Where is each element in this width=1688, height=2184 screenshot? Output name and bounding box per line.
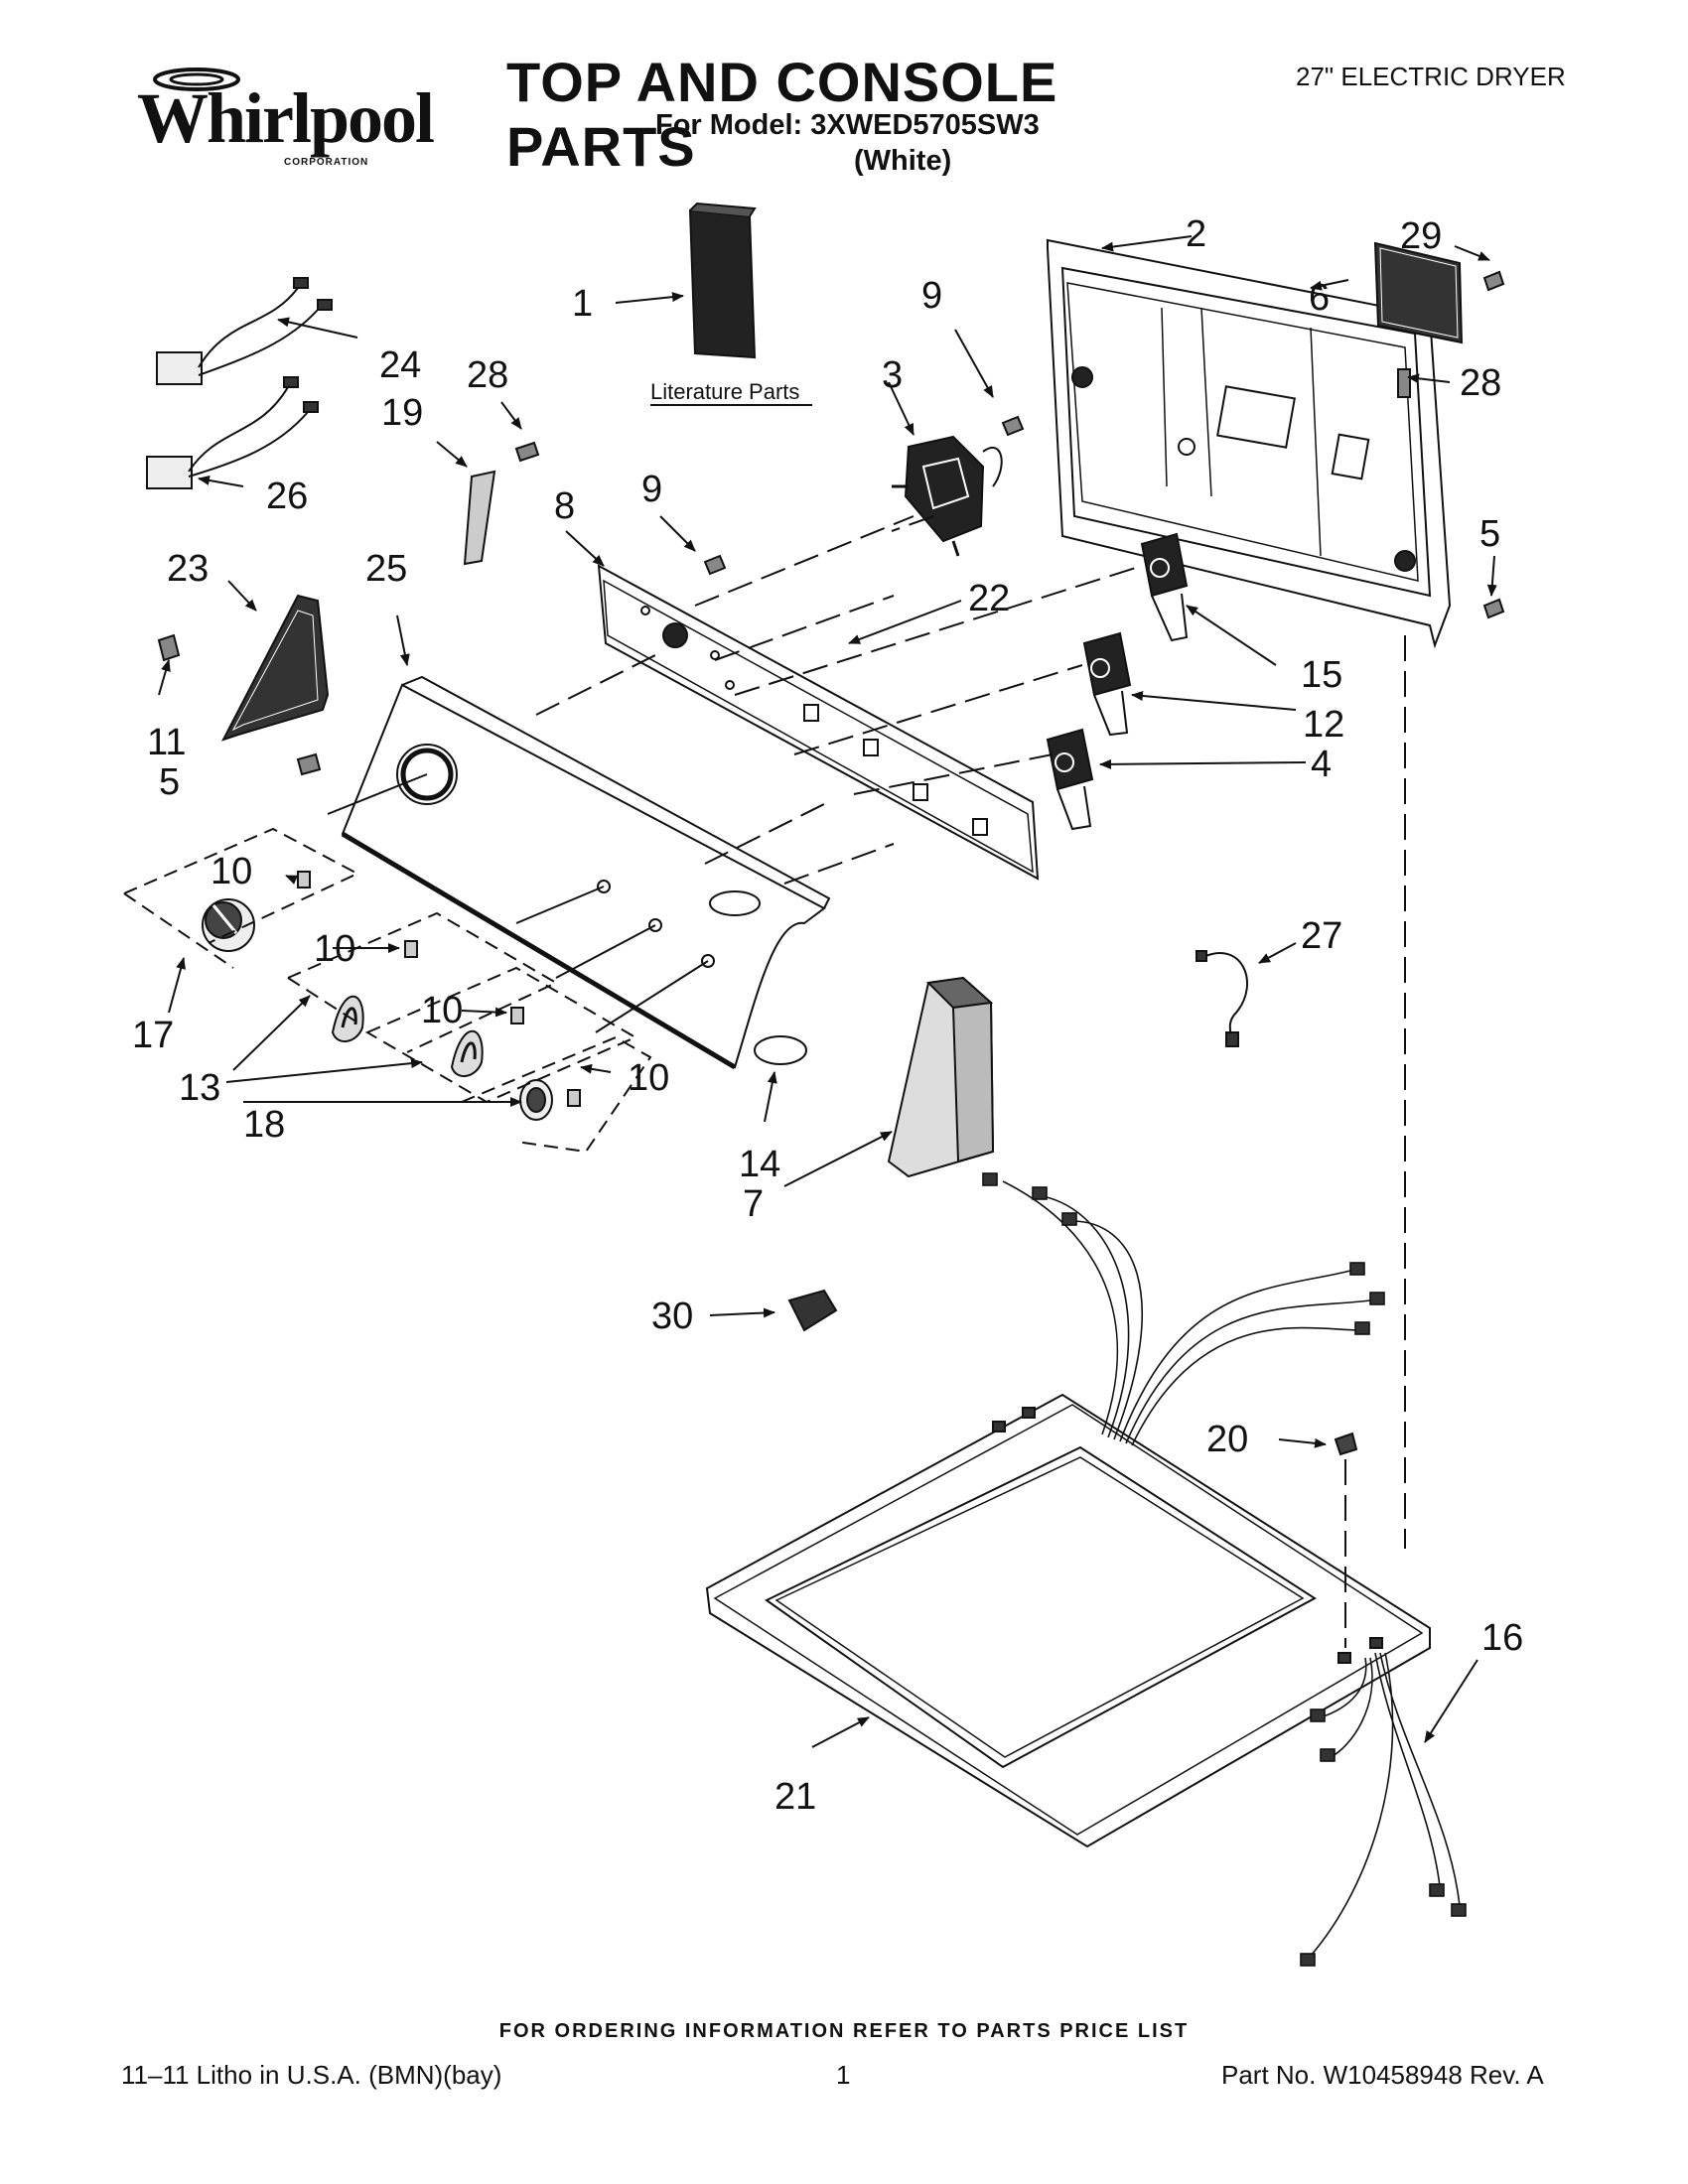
- callout-9-mid: 9: [641, 469, 662, 510]
- product-type: 27" ELECTRIC DRYER: [1296, 62, 1566, 91]
- console-panel: [341, 675, 831, 1070]
- leader-line-1: [515, 886, 605, 924]
- callout-2: 2: [1186, 213, 1206, 255]
- callout-25: 25: [365, 548, 407, 590]
- console-endcap-left: [220, 594, 330, 742]
- dryer-top: [705, 1393, 1431, 1848]
- leader-arrows: [158, 235, 1497, 1748]
- knob-clip-3: [510, 1007, 524, 1024]
- literature-parts-label: Literature Parts: [650, 379, 799, 404]
- callout-1: 1: [572, 283, 593, 325]
- callout-9-top: 9: [921, 275, 942, 317]
- connector-30: [787, 1289, 838, 1332]
- whirlpool-logo: Whirlpool CORPORATION: [117, 58, 435, 168]
- knob-clip-4: [567, 1089, 581, 1107]
- wire-27: [1196, 950, 1248, 1047]
- callout-10-d: 10: [628, 1057, 669, 1099]
- callout-13: 13: [179, 1067, 220, 1109]
- callout-15: 15: [1301, 654, 1342, 696]
- timer-switch: [892, 435, 1003, 557]
- wire-harness-26: [146, 376, 319, 489]
- mounting-bracket: [463, 470, 496, 566]
- ordering-info: FOR ORDERING INFORMATION REFER TO PARTS …: [498, 2020, 1190, 2042]
- callout-5-right: 5: [1479, 513, 1500, 555]
- selector-knob-1: [331, 996, 364, 1042]
- knob-clip-2: [404, 940, 418, 958]
- callout-19: 19: [381, 392, 423, 434]
- callout-7: 7: [743, 1183, 764, 1225]
- selector-knob-2: [450, 1030, 484, 1077]
- model-line: For Model: 3XWED5705SW3: [655, 109, 1040, 141]
- selector-switch-15: [1140, 532, 1189, 642]
- callout-4: 4: [1311, 744, 1332, 785]
- callout-21: 21: [774, 1776, 816, 1818]
- callout-11: 11: [147, 722, 186, 763]
- callout-6: 6: [1309, 277, 1330, 319]
- part-number: Part No. W10458948 Rev. A: [1221, 2060, 1544, 2090]
- callout-23: 23: [167, 548, 209, 590]
- callout-20: 20: [1206, 1419, 1248, 1460]
- callout-28-left: 28: [467, 354, 508, 396]
- console-endcap-right: [887, 976, 995, 1178]
- callout-24: 24: [379, 344, 421, 386]
- callout-14: 14: [739, 1144, 780, 1185]
- callout-10-a: 10: [211, 851, 252, 892]
- leader-line-4: [327, 773, 428, 815]
- control-board: [1373, 241, 1464, 344]
- console-bracket: [597, 564, 1040, 881]
- color-line: (White): [854, 145, 952, 177]
- callout-29: 29: [1400, 215, 1442, 257]
- leader-line-2: [555, 924, 656, 979]
- callout-28-right: 28: [1460, 362, 1501, 404]
- literature-booklet: [688, 202, 757, 359]
- callout-12: 12: [1303, 704, 1344, 746]
- callout-18: 18: [243, 1104, 285, 1146]
- leader-line-3: [595, 960, 709, 1033]
- push-button-knob: [519, 1079, 553, 1121]
- cover-plug: [754, 1035, 807, 1065]
- callout-3: 3: [882, 354, 903, 396]
- knob-group-boxes: [123, 827, 652, 1154]
- callout-10-c: 10: [421, 990, 463, 1031]
- main-wire-harness: [982, 1172, 1467, 1967]
- callout-27: 27: [1301, 915, 1342, 957]
- page-number: 1: [836, 2060, 851, 2090]
- alignment-lines: [535, 515, 1406, 1648]
- clip-20: [1334, 1432, 1358, 1456]
- selector-switch-12: [1082, 631, 1132, 737]
- callout-10-b: 10: [314, 928, 355, 970]
- callout-22: 22: [968, 578, 1010, 619]
- brand-name: Whirlpool: [137, 78, 435, 158]
- wire-harness-24: [156, 277, 333, 385]
- console-back-panel: [1047, 238, 1452, 649]
- callout-16: 16: [1481, 1617, 1523, 1659]
- callout-5-left: 5: [159, 761, 180, 803]
- logo-swirl-icon: [153, 68, 240, 91]
- callout-26: 26: [266, 476, 308, 517]
- brand-subtitle: CORPORATION: [284, 157, 369, 168]
- selector-switch-4: [1046, 728, 1094, 831]
- page-title: TOP AND CONSOLE PARTS: [506, 51, 1058, 178]
- knob-clip-1: [297, 871, 311, 888]
- screws: [157, 270, 1505, 776]
- litho-info: 11–11 Litho in U.S.A. (BMN)(bay): [121, 2060, 502, 2090]
- callout-30: 30: [651, 1296, 693, 1337]
- callout-17: 17: [132, 1015, 174, 1056]
- timer-knob: [202, 898, 255, 952]
- callout-8: 8: [554, 485, 575, 527]
